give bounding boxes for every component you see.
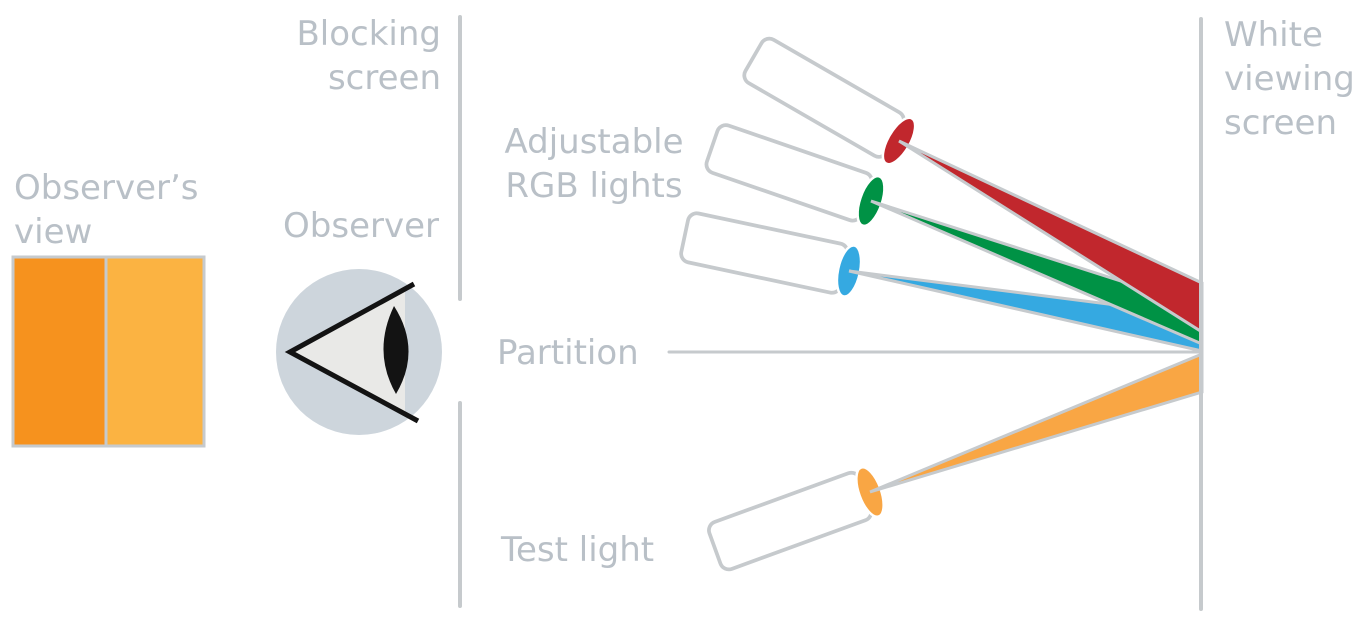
observer-view-swatch-right [104,255,206,448]
label-partition: Partition [497,333,639,373]
label-blocking-screen-line2: screen [328,58,441,98]
label-white-viewing-screen-line3: screen [1224,103,1337,143]
test-flashlight-body [707,470,874,572]
blue-flashlight [679,211,863,298]
eye-outline-lines [284,281,420,424]
label-observers-view-line1: Observer’s [14,168,199,208]
label-adjustable-rgb-line2: RGB lights [505,166,682,206]
eye-pupil [383,306,409,394]
blue-flashlight-body [679,211,850,295]
test-light-beam [869,351,1204,494]
label-test-light: Test light [500,530,654,570]
eye-sclera [292,290,405,414]
label-white-viewing-screen-line1: White [1224,15,1323,55]
labels-group: Observer’s view Blocking screen Observer… [14,14,1355,570]
label-blocking-screen-line1: Blocking [296,14,441,54]
observer-view-swatch-left [11,255,108,448]
label-observers-view-line2: view [14,212,92,252]
label-white-viewing-screen-line2: viewing [1224,59,1355,99]
observer-eye-icon [276,269,442,435]
test-flashlight [707,466,885,572]
label-observer: Observer [283,206,439,246]
label-adjustable-rgb-line1: Adjustable [504,122,683,162]
